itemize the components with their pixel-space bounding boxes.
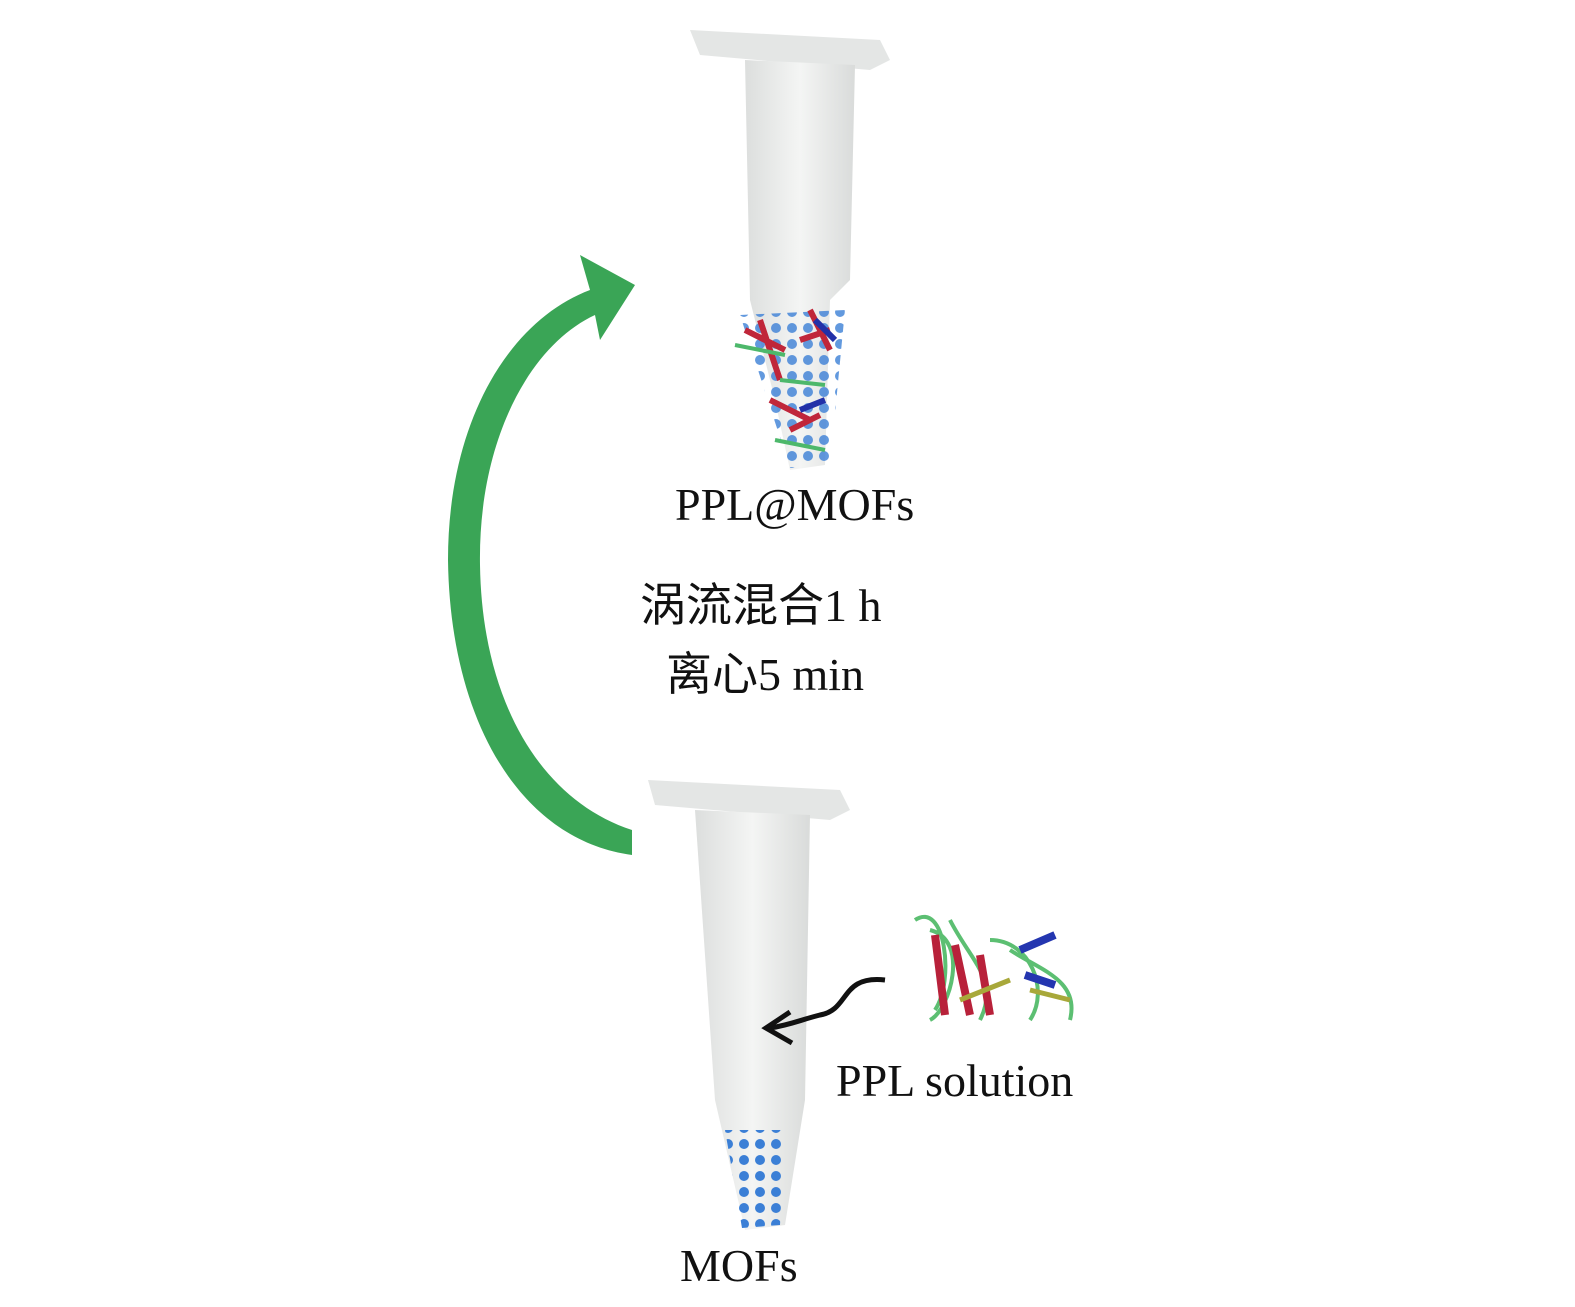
tube-mofs	[648, 780, 850, 1230]
ppl-loaded-mofs	[734, 308, 845, 468]
addition-arrow	[769, 977, 886, 1031]
mof-particles	[725, 1130, 785, 1228]
process-arrow	[448, 255, 635, 855]
label-ppl-solution: PPL solution	[836, 1055, 1074, 1106]
label-ppl-mofs: PPL@MOFs	[675, 479, 915, 530]
tube-ppl-mofs	[690, 30, 890, 470]
label-vortex-step: 涡流混合1 h	[640, 580, 882, 631]
label-mofs: MOFs	[680, 1240, 798, 1291]
ppl-protein	[913, 915, 1074, 1022]
label-centrifuge-step: 离心5 min	[666, 649, 865, 700]
